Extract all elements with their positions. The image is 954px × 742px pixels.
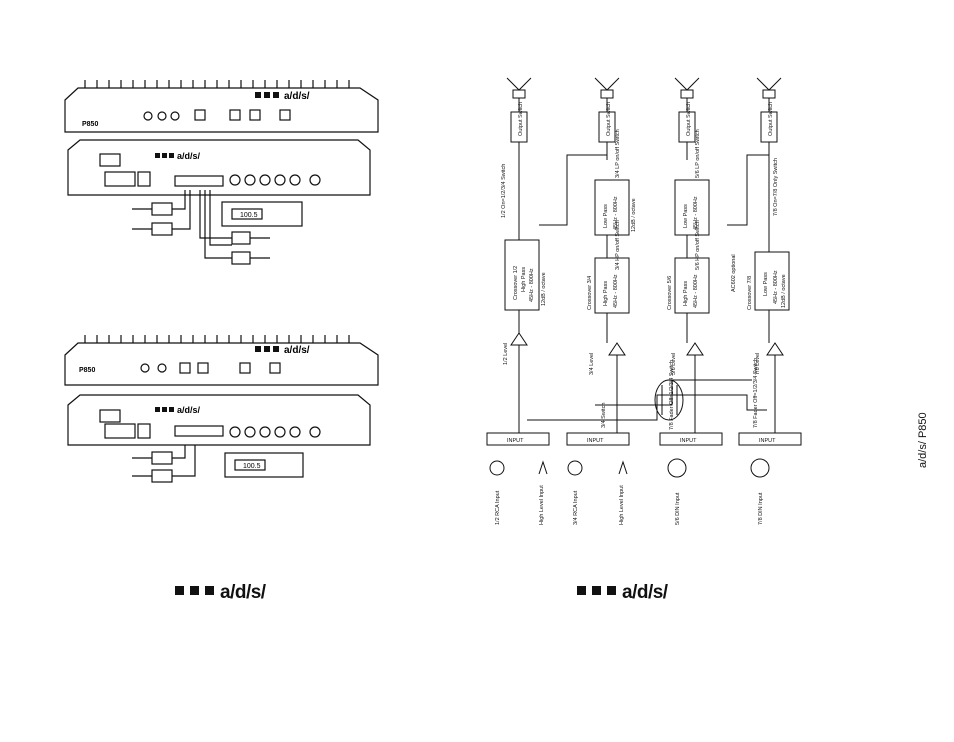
label-switch-1234: 1/2 On=1/2/3/4 Switch <box>501 164 507 218</box>
label-lowpass-78: Low Pass <box>763 272 769 296</box>
label-range-hp-34: 45Hz - 800Hz <box>613 274 619 308</box>
label-hp-switch-34: 3/4 HP on/off Switch <box>615 220 621 270</box>
label-switch-3478-b: 7/8 Fader Off=1/2/3/4 Switch <box>753 358 759 428</box>
amp2-panel-brand: a/d/s/ <box>177 405 201 415</box>
label-switch-3478: 7/8 Fader Off=1/2/3/4 Switch <box>669 360 675 430</box>
label-lp-switch-56: 5/6 LP on/off Switch <box>695 129 701 178</box>
speaker-78 <box>756 77 782 99</box>
right-footer-brand-text: a/d/s/ <box>622 582 668 603</box>
input-box-56 <box>659 432 723 446</box>
amp2-top <box>64 335 379 386</box>
label-switch-78: 7/8 On=7/8 Only Switch <box>773 158 779 216</box>
label-range-lp-78: 45Hz - 800Hz <box>773 270 779 304</box>
head-unit-1 <box>221 201 303 227</box>
highlevel-34 <box>618 460 628 475</box>
label-level-12: 1/2 Level <box>503 343 509 365</box>
label-slope-12: 12dB / octave <box>541 272 547 306</box>
label-lowpass-56: Low Pass <box>683 204 689 228</box>
label-ac-option: AC602 optional <box>731 254 737 292</box>
label-input-78-din: 7/8 DIN Input <box>758 492 764 525</box>
amp2-panel <box>67 394 371 446</box>
amp-56-triangle <box>686 342 704 356</box>
label-range-lp-56: 45Hz - 800Hz <box>693 196 699 230</box>
lowpass-56-box <box>674 179 710 236</box>
label-hp-switch-56: 5/6 HP on/off Switch <box>695 220 701 270</box>
label-input-78: INPUT <box>759 438 776 444</box>
rca-jack-34 <box>567 460 583 476</box>
head-unit-1-display: 100.5 <box>240 212 258 219</box>
label-highlevel-12: High Level Input <box>539 485 545 525</box>
label-input-56-din: 5/6 DIN Input <box>675 492 681 525</box>
label-crossover-12: Crossover 1/2 <box>513 266 519 300</box>
crossover-12-box <box>504 239 540 311</box>
label-crossover-78: Crossover 7/8 <box>747 276 753 310</box>
left-page: a/d/s/ P850 a/d/s/ 100.5 <box>0 0 477 737</box>
amp1-panel-brand: a/d/s/ <box>177 151 201 161</box>
label-highpass-12: High Pass <box>521 267 527 292</box>
label-lp-switch-34: 3/4 LP on/off Switch <box>615 129 621 178</box>
label-input-34: INPUT <box>587 438 604 444</box>
label-input-12: INPUT <box>507 438 524 444</box>
amp1-model: P850 <box>82 121 98 128</box>
amp1-top <box>64 80 379 133</box>
label-slope-78: 12dB / octave <box>781 274 787 308</box>
amp2-model: P850 <box>79 367 95 374</box>
amp1-brand: a/d/s/ <box>284 91 310 102</box>
amp-78-triangle <box>766 342 784 356</box>
label-range-lp-34: 45Hz - 800Hz <box>613 196 619 230</box>
amp1-panel <box>67 139 371 196</box>
amp2-brand: a/d/s/ <box>284 345 310 356</box>
din-jack-78 <box>750 458 770 478</box>
speaker-56 <box>674 77 700 99</box>
label-switch-34: 3/4 Switch <box>601 403 607 428</box>
label-level-78: 7/8 Level <box>755 353 761 375</box>
head-unit-2 <box>224 452 304 478</box>
amp-12-triangle <box>510 332 528 346</box>
label-lowpass-34: Low Pass <box>603 204 609 228</box>
label-level-56: 5/6 Level <box>671 353 677 375</box>
label-level-34: 3/4 Level <box>589 353 595 375</box>
label-crossover-56: Crossover 5/6 <box>667 276 673 310</box>
speaker-34 <box>594 77 620 99</box>
left-footer-brand: a/d/s/ <box>175 582 266 604</box>
label-input-34-rca: 3/4 RCA Input <box>573 490 579 525</box>
crossover-78-box <box>754 251 790 311</box>
label-highpass-56: High Pass <box>683 281 689 306</box>
label-crossover-34: Crossover 3/4 <box>587 276 593 310</box>
lowpass-34-box <box>594 179 630 236</box>
input-box-78 <box>738 432 802 446</box>
input-box-12 <box>486 432 550 446</box>
right-footer-brand: a/d/s/ <box>577 582 668 604</box>
label-highlevel-34: High Level Input <box>619 485 625 525</box>
amp-34-triangle <box>608 342 626 356</box>
label-slope-lp-34: 12dB / octave <box>631 198 637 232</box>
block-diagram: Output Switch Output Switch Output Switc… <box>486 77 802 525</box>
label-output-switch-56: Output Switch <box>686 102 692 136</box>
rca-jack-12 <box>489 460 505 476</box>
left-footer-brand-text: a/d/s/ <box>220 582 266 603</box>
label-highpass-34: High Pass <box>603 281 609 306</box>
label-input-12-rca: 1/2 RCA Input <box>495 490 501 525</box>
label-output-switch-78: Output Switch <box>768 102 774 136</box>
label-output-switch-12: Output Switch <box>518 102 524 136</box>
speaker-12 <box>506 77 532 99</box>
highlevel-12 <box>538 460 548 475</box>
wiring-diagrams: a/d/s/ P850 a/d/s/ 100.5 <box>64 80 379 483</box>
din-jack-56 <box>667 458 687 478</box>
side-title: a/d/s/ P850 <box>917 412 929 468</box>
input-box-34 <box>566 432 630 446</box>
right-page: Output Switch Output Switch Output Switc… <box>477 0 954 737</box>
head-unit-2-display: 100.5 <box>243 463 261 470</box>
highpass-34-box <box>594 257 630 314</box>
label-output-switch-34: Output Switch <box>606 102 612 136</box>
label-range-hp-56: 45Hz - 800Hz <box>693 274 699 308</box>
block-labels: Output Switch Output Switch Output Switc… <box>495 102 787 525</box>
label-input-56: INPUT <box>680 438 697 444</box>
wiring-1 <box>132 190 270 265</box>
label-range-12: 45Hz - 800Hz <box>529 268 535 302</box>
highpass-56-box <box>674 257 710 314</box>
wiring-2 <box>132 445 196 483</box>
